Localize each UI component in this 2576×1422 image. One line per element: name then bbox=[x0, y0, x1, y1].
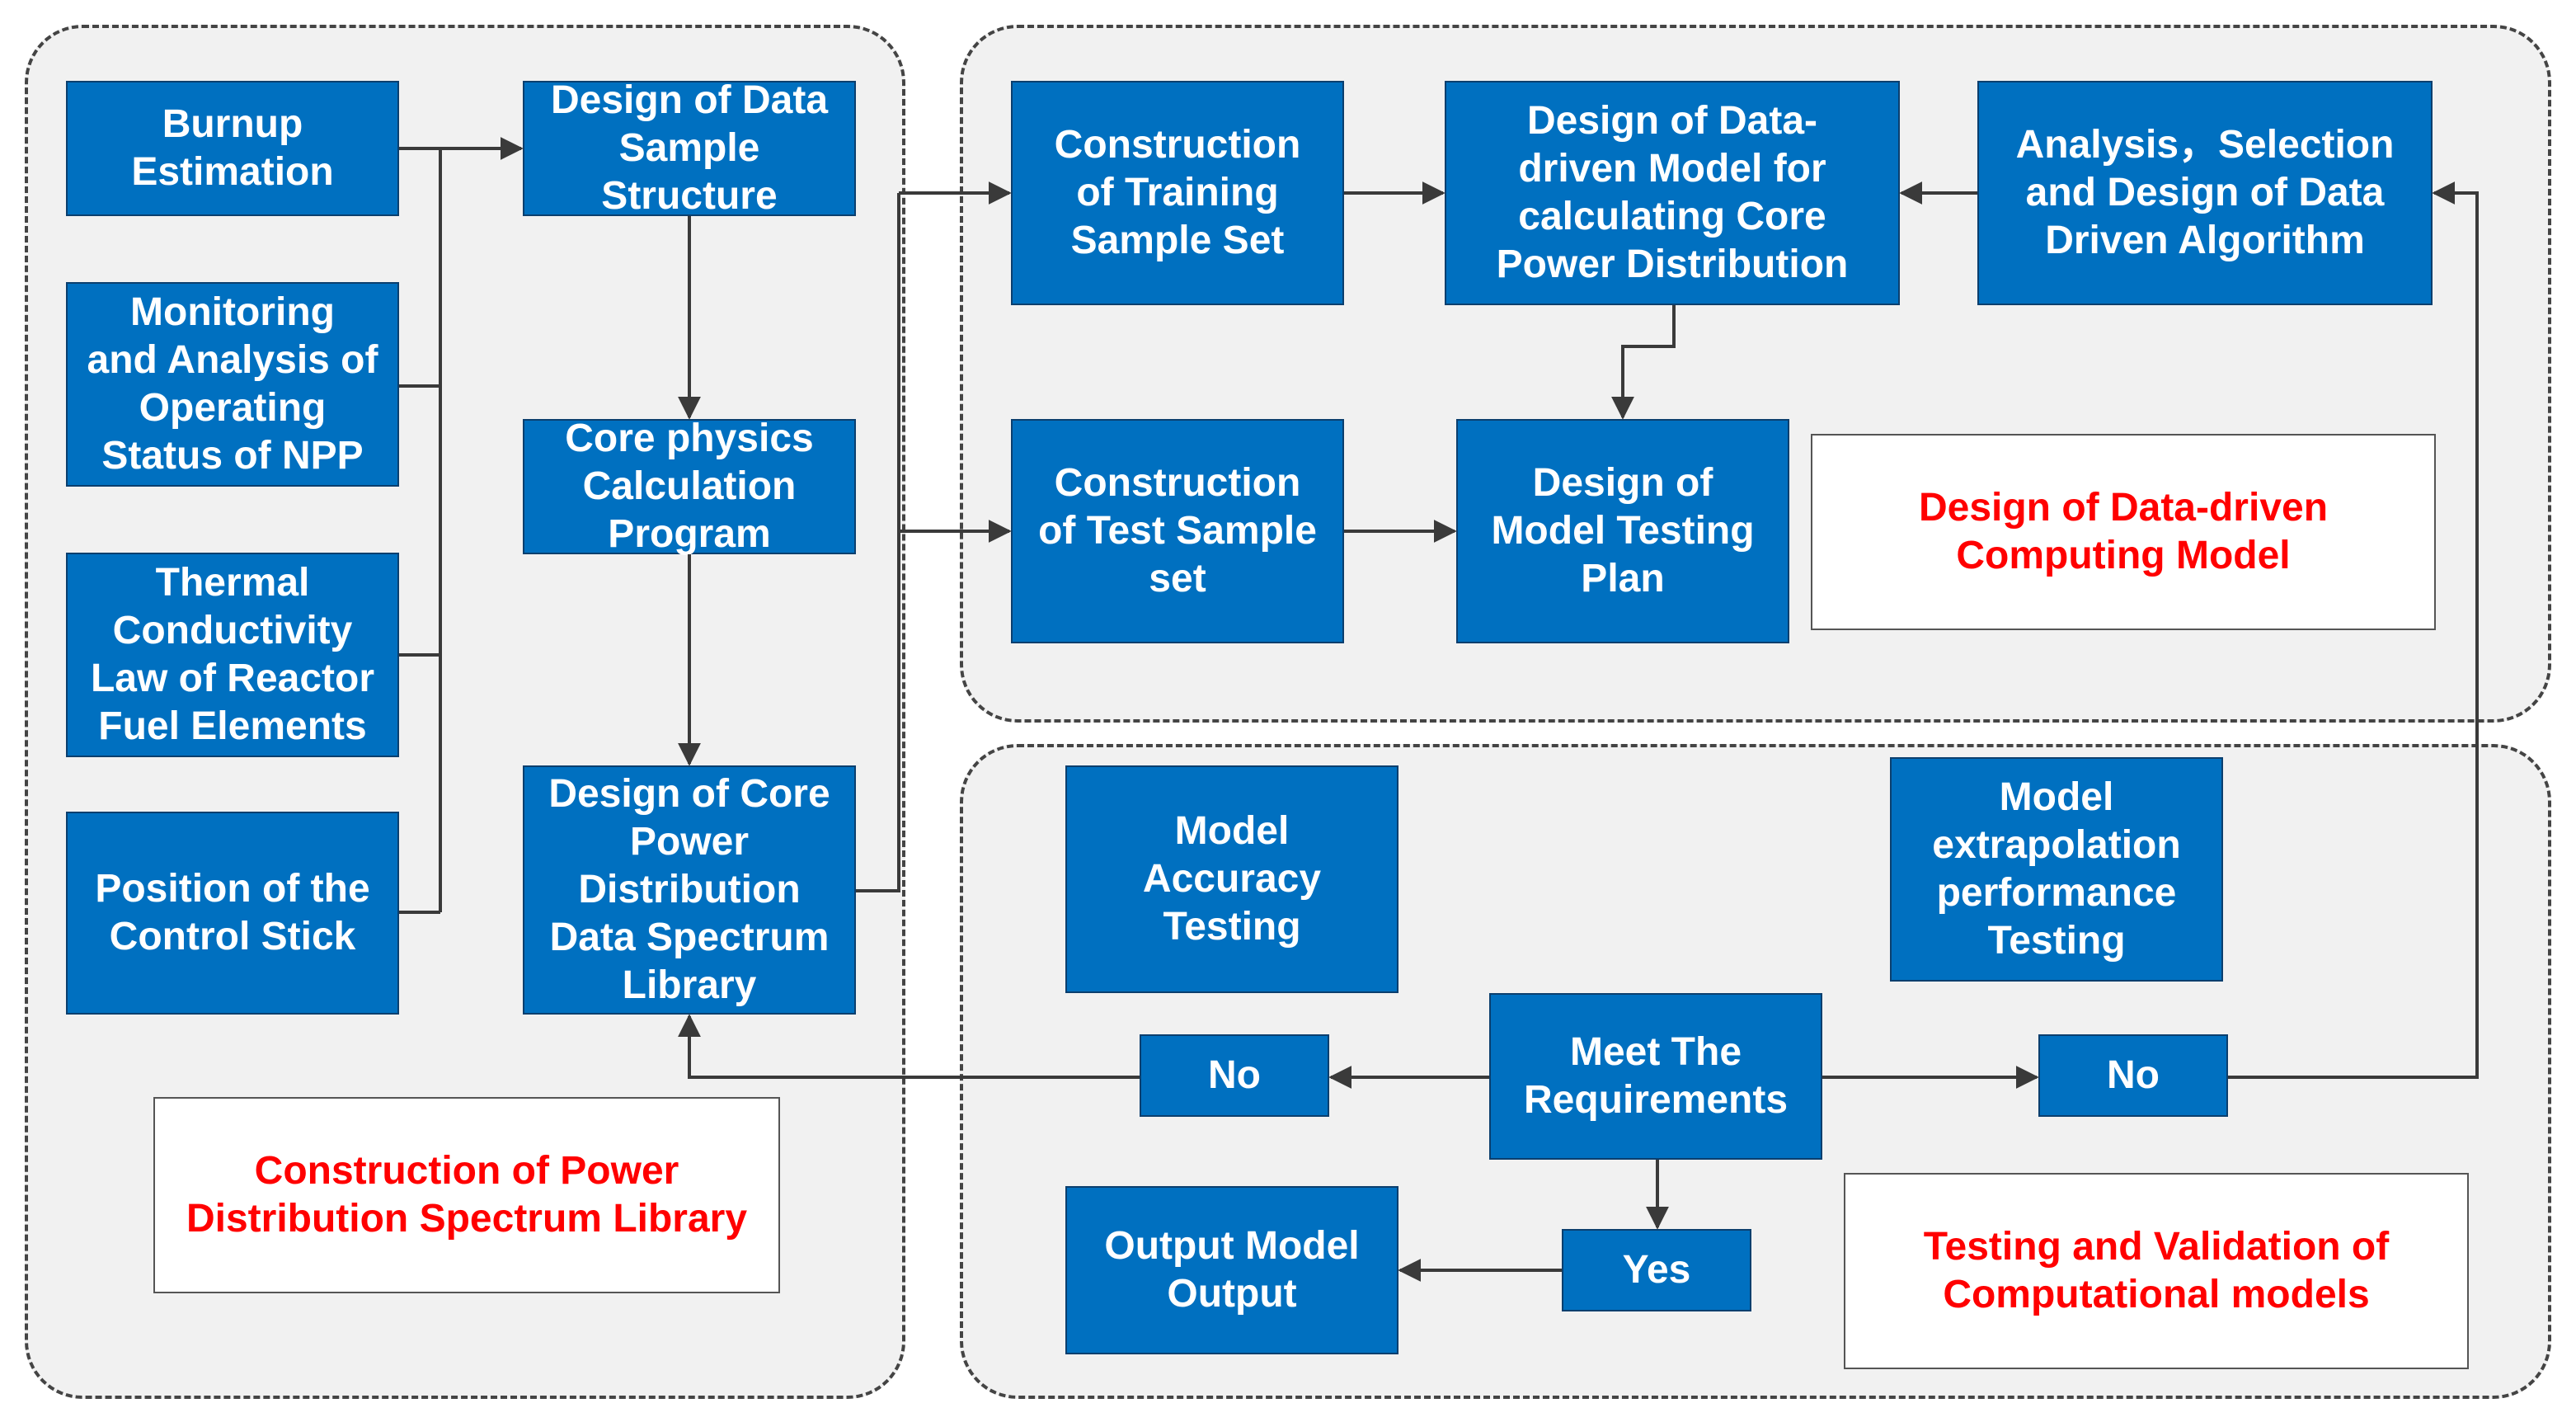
burnup-estimation-box: Burnup Estimation bbox=[66, 81, 399, 216]
meet-requirements-box: Meet The Requirements bbox=[1489, 993, 1822, 1160]
accuracy-testing-box: Model Accuracy Testing bbox=[1065, 765, 1398, 993]
yes-box: Yes bbox=[1562, 1229, 1751, 1311]
data-driven-model-box: Design of Data- driven Model for calcula… bbox=[1445, 81, 1900, 305]
no-right-box: No bbox=[2038, 1034, 2228, 1117]
core-program-box: Core physics Calculation Program bbox=[523, 417, 856, 556]
test-set-box: Construction of Test Sample set bbox=[1011, 419, 1344, 643]
output-model-box: Output Model Output bbox=[1065, 1186, 1398, 1354]
monitoring-status-box: Monitoring and Analysis of Operating Sta… bbox=[66, 282, 399, 487]
control-stick-box: Position of the Control Stick bbox=[66, 812, 399, 1015]
thermal-conductivity-box: Thermal Conductivity Law of Reactor Fuel… bbox=[66, 553, 399, 757]
extrapolation-testing-box: Model extrapolation performance Testing bbox=[1890, 757, 2223, 982]
training-set-box: Construction of Training Sample Set bbox=[1011, 81, 1344, 305]
no-left-box: No bbox=[1140, 1034, 1329, 1117]
algorithm-box: Analysis，Selection and Design of Data Dr… bbox=[1977, 81, 2433, 305]
sample-structure-box: Design of Data Sample Structure bbox=[523, 78, 856, 218]
library-region-label: Construction of Power Distribution Spect… bbox=[153, 1097, 780, 1293]
model-region-label: Design of Data-driven Computing Model bbox=[1811, 434, 2436, 630]
spectrum-library-box: Design of Core Power Distribution Data S… bbox=[523, 765, 856, 1015]
testing-plan-box: Design of Model Testing Plan bbox=[1456, 419, 1789, 643]
testing-region-label: Testing and Validation of Computational … bbox=[1844, 1173, 2469, 1369]
